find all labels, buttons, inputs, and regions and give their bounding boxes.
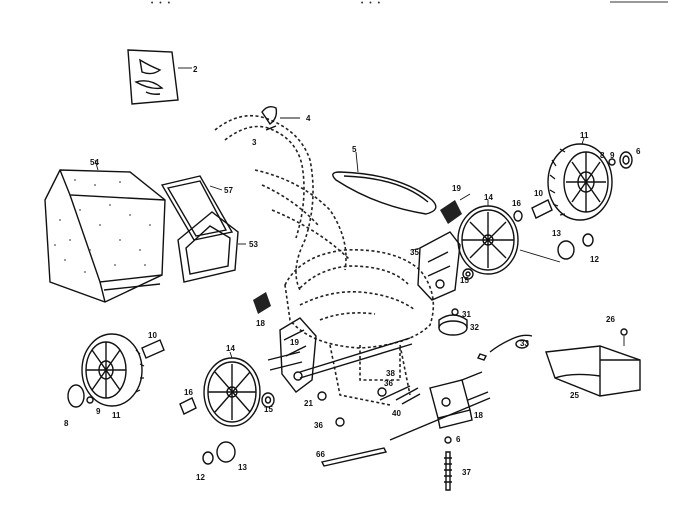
- part-washer-15-right: [462, 268, 474, 280]
- callout-53: 53: [249, 240, 258, 249]
- header-mark-right: • • •: [360, 0, 381, 8]
- callout-10-right: 10: [534, 189, 543, 198]
- callout-35-lower: 18: [474, 411, 483, 420]
- part-transmission: [429, 371, 489, 429]
- part-gear-cover-right: [457, 200, 519, 275]
- callout-12-left: 12: [196, 473, 205, 482]
- part-hubcap-left: [67, 384, 94, 408]
- callout-13-right: 13: [552, 229, 561, 238]
- part-bag-frame: [160, 175, 234, 241]
- callouts: 2 3 4 5 54 57 53 19 14 11 9 6 10 16 35 1…: [64, 65, 641, 482]
- part-pulley: [438, 308, 468, 336]
- callout-4: 4: [306, 114, 311, 123]
- callout-32: 32: [470, 323, 479, 332]
- part-gear-cover-left: [203, 351, 261, 427]
- part-wheel-right: [547, 137, 613, 221]
- callout-3: 3: [252, 138, 257, 147]
- part-hardware-bag: [127, 49, 192, 105]
- header-marks: • • • • • •: [150, 0, 668, 8]
- part-axle-rod: [320, 447, 388, 467]
- header-mark-left: • • •: [150, 0, 171, 8]
- callout-13-left: 13: [238, 463, 247, 472]
- part-bushing-16-left: [179, 397, 197, 415]
- part-drive-gear-left: [202, 441, 236, 465]
- callout-21: 21: [304, 399, 313, 408]
- callout-2: 2: [193, 65, 198, 74]
- part-washer-15-left: [261, 392, 275, 408]
- callout-16-right: 16: [512, 199, 521, 208]
- callout-36-right: 36: [384, 379, 393, 388]
- callout-9-left: 9: [96, 407, 101, 416]
- part-control-cable: [477, 334, 533, 361]
- callout-31: 31: [462, 310, 471, 319]
- callout-14-left: 14: [226, 344, 235, 353]
- part-washer-6-lower: [444, 436, 452, 444]
- part-hubcap-right: [608, 151, 633, 169]
- part-bracket-left: [267, 317, 317, 393]
- part-bracket-right: [411, 231, 461, 301]
- callout-57: 57: [224, 186, 233, 195]
- callout-9-right: 9: [610, 151, 615, 160]
- callout-36-left: 36: [314, 421, 323, 430]
- callout-16-left: 16: [184, 388, 193, 397]
- part-drive-gear-right: [519, 233, 594, 263]
- callout-18-lower: 18: [256, 319, 265, 328]
- callout-14-right: 14: [484, 193, 493, 202]
- callout-25: 25: [570, 391, 579, 400]
- part-axle-bolt-right: [531, 199, 553, 219]
- part-mower-deck: [284, 249, 435, 406]
- part-grass-bag: [44, 159, 166, 303]
- callout-5: 5: [352, 145, 357, 154]
- part-hardware-small: [335, 385, 421, 427]
- callout-10-left: 10: [148, 331, 157, 340]
- part-wheel-left: [81, 333, 145, 407]
- callout-8-left: 8: [64, 419, 69, 428]
- callout-54: 54: [90, 158, 99, 167]
- part-pad-lower: [253, 292, 271, 314]
- part-axle-bolt-left: [141, 339, 165, 359]
- callout-40: 40: [392, 409, 401, 418]
- callout-6-lower: 6: [456, 435, 461, 444]
- callout-15-right: 15: [460, 276, 469, 285]
- part-pad-upper: [440, 193, 471, 224]
- callout-35-upper: 35: [410, 248, 419, 257]
- part-shaft-37: [444, 451, 452, 491]
- part-axle-long: [299, 337, 491, 441]
- callout-37-lower: 37: [462, 468, 471, 477]
- callout-6-right: 6: [636, 147, 641, 156]
- callout-26: 26: [606, 315, 615, 324]
- callout-11-right: 11: [580, 131, 589, 140]
- callout-19-lower: 19: [290, 338, 299, 347]
- callout-38: 38: [386, 369, 395, 378]
- callout-66: 66: [316, 450, 325, 459]
- callout-11-left: 11: [112, 411, 121, 420]
- callout-8-right: 8: [600, 151, 605, 160]
- part-discharge-flap: [545, 328, 641, 397]
- part-drive-belt: [332, 151, 437, 215]
- part-bag-frame-lower: [177, 211, 246, 283]
- part-handle-assembly: [214, 105, 351, 291]
- callout-12-right: 12: [590, 255, 599, 264]
- callout-33: 33: [520, 339, 529, 348]
- part-bolt-21: [317, 391, 327, 401]
- callout-15-left: 15: [264, 405, 273, 414]
- part-bushing-16-right: [513, 210, 523, 222]
- callout-19-upper: 19: [452, 184, 461, 193]
